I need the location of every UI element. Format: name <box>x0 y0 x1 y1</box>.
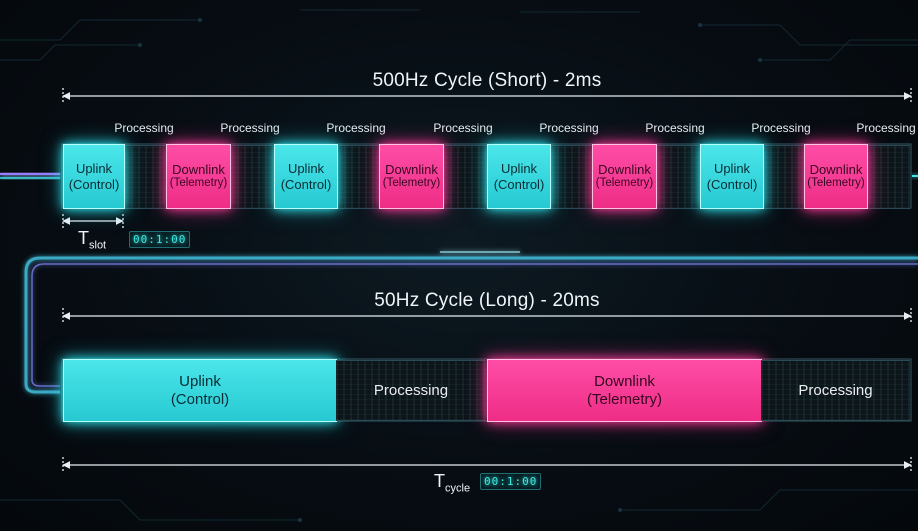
short-uplink-block: Uplink (Control) <box>63 144 125 209</box>
processing-label: Processing <box>798 381 873 399</box>
short-downlink-block: Downlink (Telemetry) <box>166 144 231 209</box>
short-uplink-block: Uplink (Control) <box>700 144 764 209</box>
short-processing-label: Processing <box>433 121 493 135</box>
downlink-sublabel: (Telemetry) <box>807 177 865 190</box>
short-processing-label: Processing <box>114 121 174 135</box>
slot-readout: 00:1:00 <box>129 231 191 248</box>
short-downlink-block: Downlink (Telemetry) <box>592 144 657 209</box>
cycle-symbol: Tcycle <box>434 471 471 495</box>
short-processing-label: Processing <box>220 121 280 135</box>
downlink-sublabel: (Telemetry) <box>169 177 228 190</box>
short-cycle-dimension <box>62 88 912 104</box>
long-processing-block: Processing <box>761 360 910 421</box>
short-processing-slot <box>763 145 805 209</box>
short-processing-slot <box>656 145 700 209</box>
short-uplink-block: Uplink (Control) <box>487 144 551 209</box>
short-processing-label: Processing <box>751 121 811 135</box>
long-uplink-block: Uplink (Control) <box>63 359 337 422</box>
downlink-label: Downlink <box>172 161 225 177</box>
long-cycle-title: 50Hz Cycle (Long) - 20ms <box>374 290 600 311</box>
uplink-label: Uplink <box>500 160 538 176</box>
short-processing-slot <box>866 145 910 209</box>
uplink-label: Uplink <box>287 160 325 176</box>
short-processing-label: Processing <box>856 121 916 135</box>
downlink-sublabel: (Telemetry) <box>586 390 662 408</box>
uplink-sublabel: (Control) <box>170 390 230 408</box>
long-processing-block: Processing <box>336 360 486 421</box>
downlink-label: Downlink <box>594 372 655 390</box>
uplink-sublabel: (Control) <box>68 176 120 192</box>
downlink-sublabel: (Telemetry) <box>595 177 654 190</box>
short-processing-slot <box>550 145 592 209</box>
downlink-label: Downlink <box>809 161 863 177</box>
short-downlink-block: Downlink (Telemetry) <box>379 144 444 209</box>
short-processing-label: Processing <box>645 121 705 135</box>
uplink-sublabel: (Control) <box>493 176 545 192</box>
cycle-readout: 00:1:00 <box>480 473 542 490</box>
uplink-sublabel: (Control) <box>706 176 758 192</box>
downlink-label: Downlink <box>598 161 651 177</box>
downlink-sublabel: (Telemetry) <box>382 177 441 190</box>
downlink-label: Downlink <box>385 161 438 177</box>
uplink-label: Uplink <box>179 372 221 390</box>
slot-symbol: Tslot <box>78 228 107 252</box>
short-cycle-title: 500Hz Cycle (Short) - 2ms <box>372 70 602 91</box>
uplink-label: Uplink <box>713 160 751 176</box>
short-uplink-block: Uplink (Control) <box>274 144 338 209</box>
short-processing-slot <box>443 145 487 209</box>
short-processing-slot <box>230 145 274 209</box>
short-processing-label: Processing <box>326 121 386 135</box>
short-processing-slot <box>337 145 379 209</box>
short-processing-label: Processing <box>539 121 599 135</box>
uplink-label: Uplink <box>75 160 113 176</box>
short-downlink-block: Downlink (Telemetry) <box>804 144 868 209</box>
long-downlink-block: Downlink (Telemetry) <box>487 359 762 422</box>
processing-label: Processing <box>373 381 449 399</box>
short-processing-slot <box>124 145 166 209</box>
uplink-sublabel: (Control) <box>280 176 332 192</box>
